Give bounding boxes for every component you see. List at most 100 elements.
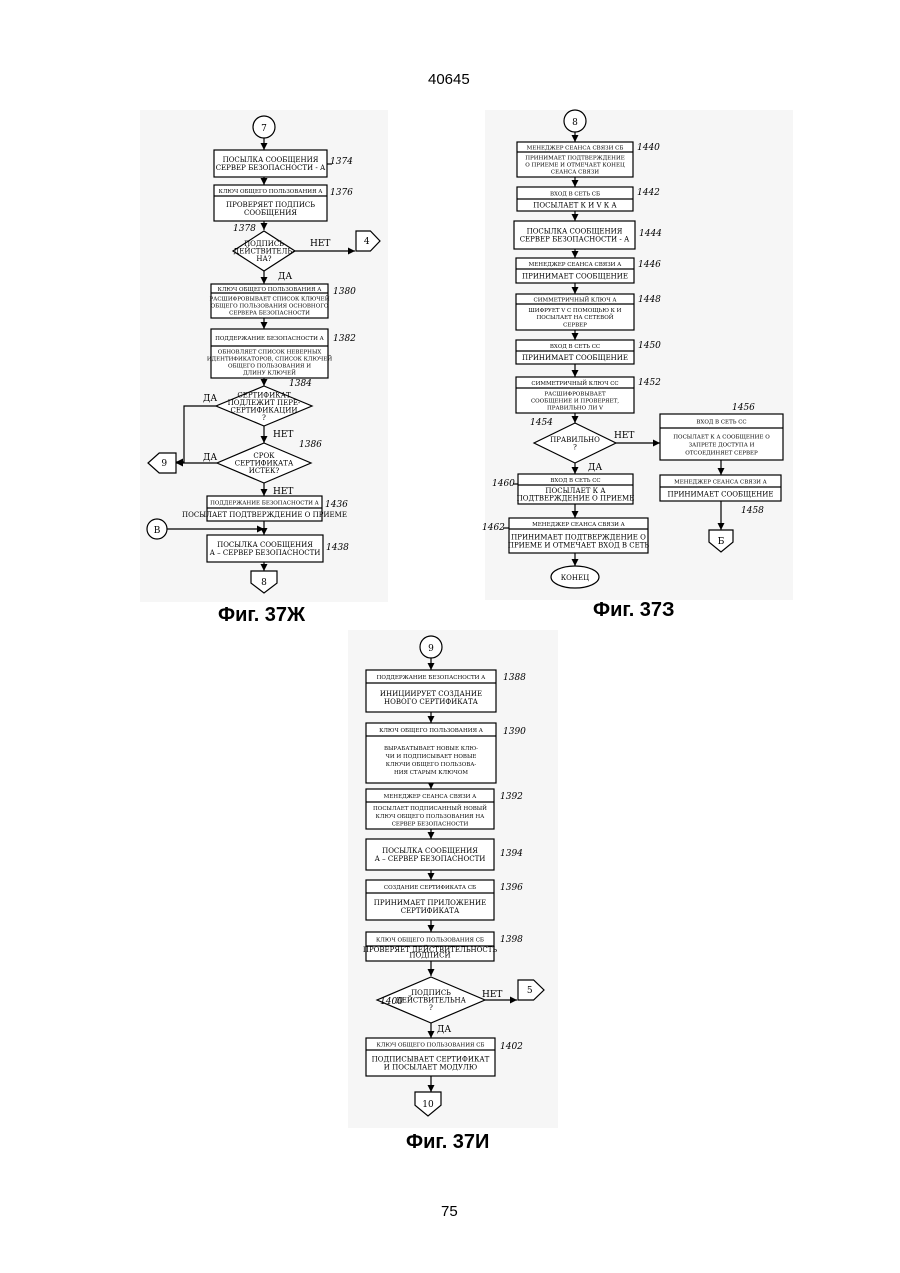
step-1456-line: ОТСОЕДИНЯЕТ СЕРВЕР	[685, 451, 758, 457]
yes-label: ДА	[203, 453, 217, 463]
step-1440-line: О ПРИЕМЕ И ОТМЕЧАЕТ КОНЕЦ	[525, 163, 625, 169]
step-number-1450: 1450	[638, 341, 661, 351]
end-connector-10-label: 10	[422, 1100, 434, 1110]
no-label: НЕТ	[273, 430, 293, 440]
no-label: НЕТ	[614, 431, 634, 441]
step-1452-line: СООБЩЕНИЕ И ПРОВЕРЯЕТ,	[531, 399, 619, 405]
step-1440-header: МЕНЕДЖЕР СЕАНСА СВЯЗИ СБ	[527, 146, 624, 152]
connector-b-out-label: Б	[718, 537, 725, 547]
decision-1400-line: ?	[429, 1004, 433, 1012]
decision-1384-line: ?	[262, 414, 266, 422]
step-1436-header: ПОДДЕРЖАНИЕ БЕЗОПАСНОСТИ А	[210, 501, 320, 507]
step-1392-line: ПОСЫЛАЕТ ПОДПИСАННЫЙ НОВЫЙ	[373, 804, 487, 812]
step-1450-line: ПРИНИМАЕТ СООБЩЕНИЕ	[522, 354, 628, 362]
step-1388-header: ПОДДЕРЖАНИЕ БЕЗОПАСНОСТИ А	[377, 675, 487, 681]
step-1462-line: ПРИЕМЕ И ОТМЕЧАЕТ ВХОД В СЕТЬ	[508, 542, 650, 550]
step-1388-line: ИНИЦИИРУЕТ СОЗДАНИЕ	[380, 690, 482, 698]
step-1390-header: КЛЮЧ ОБЩЕГО ПОЛЬЗОВАНИЯ А	[379, 728, 484, 734]
step-1394-line: ПОСЫЛКА СООБЩЕНИЯ	[382, 847, 478, 855]
step-number-1386: 1386	[299, 440, 322, 450]
step-1436-line: ПОСЫЛАЕТ ПОДТВЕРЖДЕНИЕ О ПРИЕМЕ	[182, 511, 347, 519]
step-number-1402: 1402	[500, 1042, 523, 1052]
step-1440-line: ПРИНИМАЕТ ПОДТВЕРЖДЕНИЕ	[525, 156, 625, 162]
step-1376-line: ПРОВЕРЯЕТ ПОДПИСЬ	[226, 201, 315, 209]
step-1394-line: А – СЕРВЕР БЕЗОПАСНОСТИ	[375, 855, 486, 863]
step-1376-header: КЛЮЧ ОБЩЕГО ПОЛЬЗОВАНИЯ А	[219, 189, 324, 195]
step-1452-header: СИММЕТРИЧНЫЙ КЛЮЧ СС	[531, 379, 618, 387]
decision-1454-line: ?	[573, 443, 577, 451]
step-1444-line: ПОСЫЛКА СООБЩЕНИЯ	[527, 228, 623, 236]
step-number-1394: 1394	[500, 849, 523, 859]
step-number-1442: 1442	[637, 188, 660, 198]
step-1440-line: СЕАНСА СВЯЗИ	[551, 170, 599, 176]
step-1382-line: ДЛИНУ КЛЮЧЕЙ	[243, 369, 296, 377]
decision-1386-line: ИСТЕК?	[249, 467, 280, 475]
step-number-1460: 1460	[492, 479, 515, 489]
step-number-1438: 1438	[326, 543, 349, 553]
step-number-1392: 1392	[500, 792, 523, 802]
step-number-1378: 1378	[233, 224, 256, 234]
step-1438-line: ПОСЫЛКА СООБЩЕНИЯ	[217, 541, 313, 549]
step-1444-line: СЕРВЕР БЕЗОПАСНОСТИ - А	[520, 236, 630, 244]
step-1446-header: МЕНЕДЖЕР СЕАНСА СВЯЗИ А	[529, 262, 623, 268]
step-1462-header: МЕНЕДЖЕР СЕАНСА СВЯЗИ А	[532, 522, 626, 528]
step-number-1456: 1456	[732, 403, 755, 413]
step-number-1390: 1390	[503, 727, 526, 737]
start-connector-8-label: 8	[572, 118, 578, 128]
step-1442-line: ПОСЫЛАЕТ К И V К А	[533, 202, 617, 210]
step-1448-line: ПОСЫЛАЕТ НА СЕТЕВОЙ	[536, 313, 613, 321]
step-number-1444: 1444	[639, 229, 662, 239]
yes-label: ДА	[203, 394, 217, 404]
step-1382-line: ИДЕНТИФИКАТОРОВ, СПИСОК КЛЮЧЕЙ	[207, 355, 332, 363]
step-1458-line: ПРИНИМАЕТ СООБЩЕНИЕ	[668, 491, 774, 499]
connector-9-label: 9	[161, 459, 167, 469]
step-1382-header: ПОДДЕРЖАНИЕ БЕЗОПАСНОСТИ А	[215, 336, 325, 342]
step-1456-line: ЗАПРЕТЕ ДОСТУПА И	[689, 443, 755, 449]
start-connector-9-label: 9	[428, 644, 434, 654]
step-number-1398: 1398	[500, 935, 523, 945]
step-1390-line: ЧИ И ПОДПИСЫВАЕТ НОВЫЕ	[386, 754, 477, 760]
step-1452-line: РАСШИФРОВЫВАЕТ	[544, 392, 606, 398]
start-connector-7-label: 7	[261, 124, 267, 134]
step-number-1462: 1462	[482, 523, 505, 533]
step-1396-line: ПРИНИМАЕТ ПРИЛОЖЕНИЕ	[374, 899, 486, 907]
step-1402-line: ПОДПИСЫВАЕТ СЕРТИФИКАТ	[372, 1056, 490, 1064]
step-number-1454: 1454	[530, 418, 553, 428]
step-1390-line: НИЯ СТАРЫМ КЛЮЧОМ	[394, 770, 468, 776]
step-number-1374: 1374	[330, 157, 353, 167]
step-number-1380: 1380	[333, 287, 356, 297]
connector-4-label: 4	[364, 237, 370, 247]
step-1402-line: И ПОСЫЛАЕТ МОДУЛЮ	[384, 1064, 477, 1072]
yes-label: ДА	[437, 1025, 451, 1035]
step-1380-line: РАСШИФРОВЫВАЕТ СПИСОК КЛЮЧЕЙ	[209, 295, 329, 303]
step-number-1440: 1440	[637, 143, 660, 153]
step-1448-header: СИММЕТРИЧНЫЙ КЛЮЧ А	[533, 296, 617, 304]
step-1438-line: А – СЕРВЕР БЕЗОПАСНОСТИ	[210, 549, 321, 557]
step-1390-line: КЛЮЧИ ОБЩЕГО ПОЛЬЗОВА-	[386, 762, 477, 768]
step-1458-header: МЕНЕДЖЕР СЕАНСА СВЯЗИ А	[674, 480, 768, 486]
step-1402-header: КЛЮЧ ОБЩЕГО ПОЛЬЗОВАНИЯ СБ	[377, 1043, 485, 1049]
step-1398-header: КЛЮЧ ОБЩЕГО ПОЛЬЗОВАНИЯ СБ	[376, 938, 484, 944]
step-1450-header: ВХОД В СЕТЬ СС	[550, 344, 600, 350]
step-1392-line: КЛЮЧ ОБЩЕГО ПОЛЬЗОВАНИЯ НА	[376, 814, 485, 820]
step-1398-line: ПОДПИСИ	[409, 952, 450, 960]
step-number-1382: 1382	[333, 334, 356, 344]
yes-label: ДА	[278, 272, 292, 282]
end-terminal-label: КОНЕЦ	[561, 574, 589, 582]
step-number-1452: 1452	[638, 378, 661, 388]
step-1462-line: ПРИНИМАЕТ ПОДТВЕРЖДЕНИЕ О	[511, 534, 646, 542]
step-1380-header: КЛЮЧ ОБЩЕГО ПОЛЬЗОВАНИЯ А	[218, 287, 323, 293]
step-number-1376: 1376	[330, 188, 353, 198]
connector-b-label: В	[154, 526, 161, 536]
step-1374-line: СЕРВЕР БЕЗОПАСНОСТИ - А	[216, 164, 326, 172]
step-1376-line: СООБЩЕНИЯ	[244, 209, 297, 217]
step-number-1388: 1388	[503, 673, 526, 683]
step-1392-header: МЕНЕДЖЕР СЕАНСА СВЯЗИ А	[384, 794, 478, 800]
step-1380-line: ОБЩЕГО ПОЛЬЗОВАНИЯ ОСНОВНОГО	[211, 304, 329, 310]
step-number-1400: 1400	[380, 997, 403, 1007]
step-1442-header: ВХОД В СЕТЬ СБ	[550, 192, 600, 198]
no-label: НЕТ	[310, 239, 330, 249]
yes-label: ДА	[588, 463, 602, 473]
step-1446-line: ПРИНИМАЕТ СООБЩЕНИЕ	[522, 273, 628, 281]
